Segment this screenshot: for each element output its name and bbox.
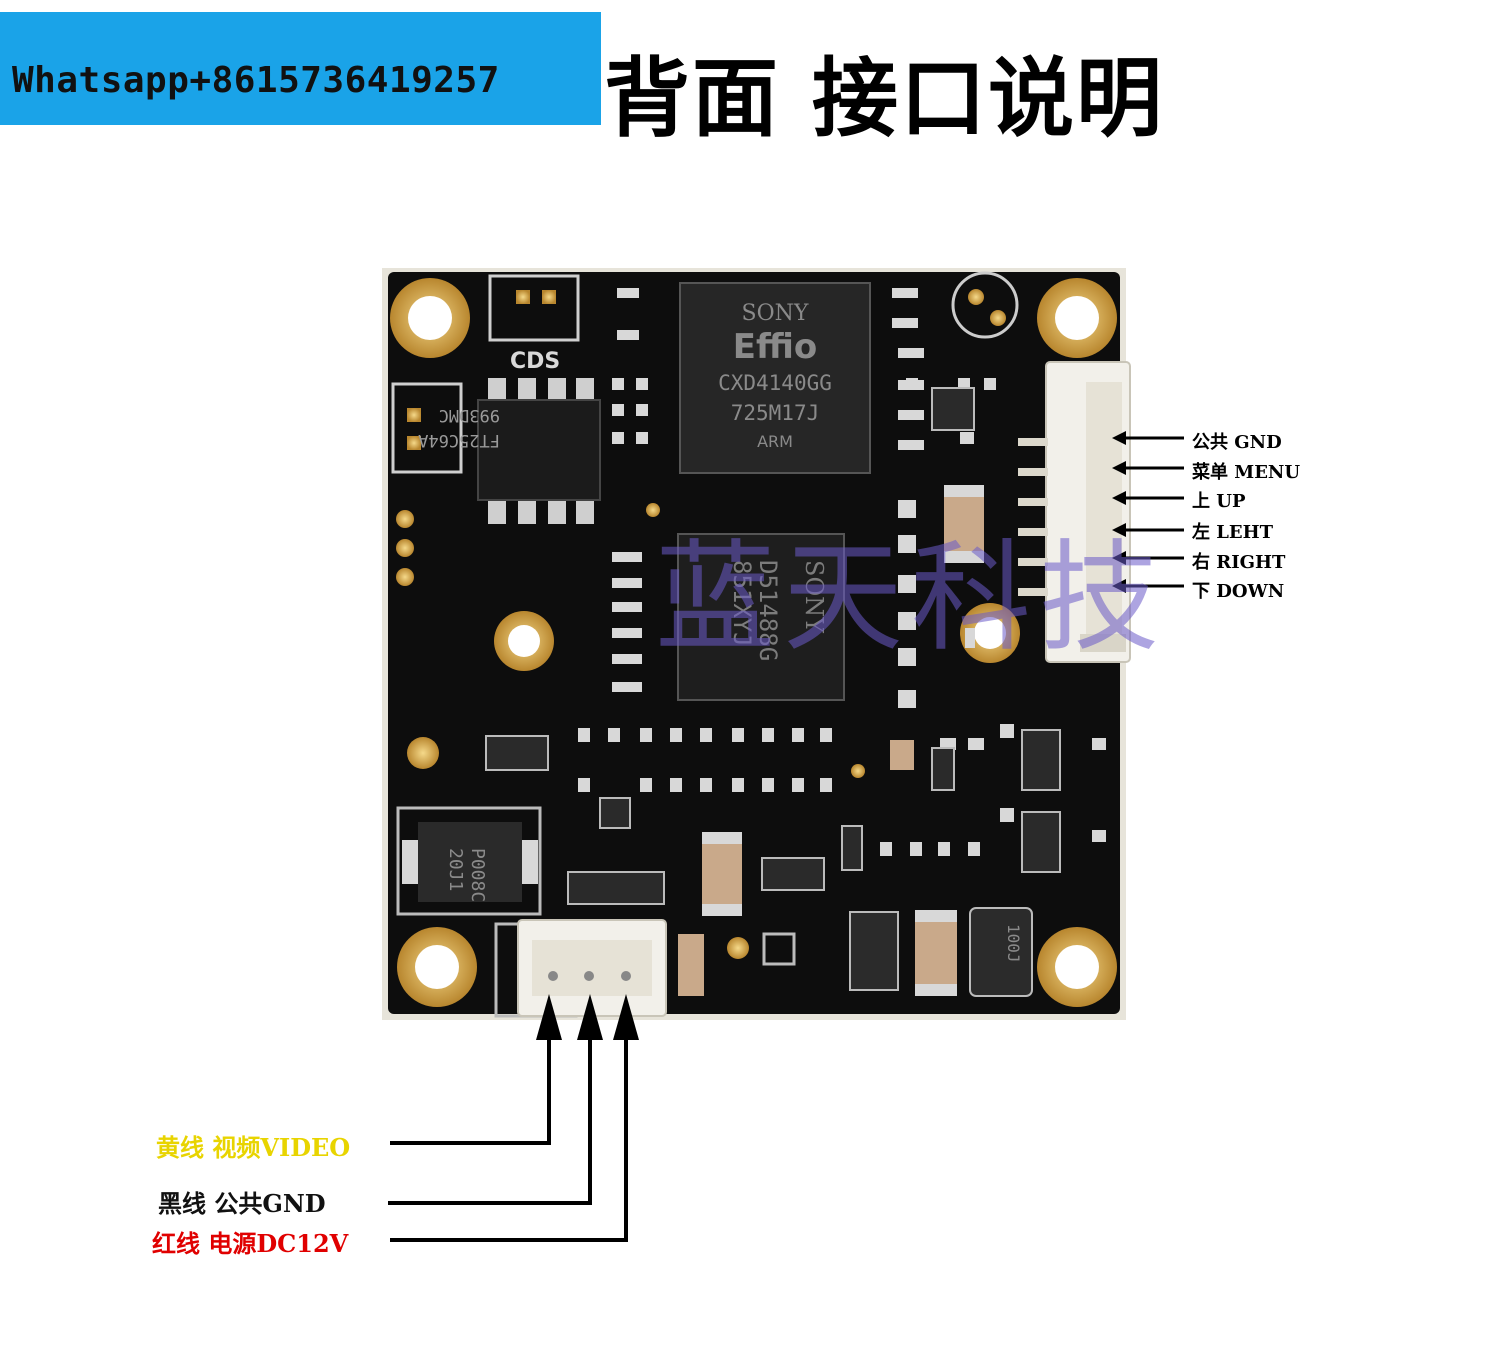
page-title: 背面 接口说明 xyxy=(604,49,1164,149)
diode-marking: P008C xyxy=(467,848,488,902)
side-control-connector xyxy=(1018,361,1131,663)
pin-label-gnd: 公共 GND xyxy=(1192,432,1282,453)
pin-label-right: 右 RIGHT xyxy=(1192,552,1286,573)
pin-label-left: 左 LEHT xyxy=(1192,522,1274,543)
wire-label-gnd: 黑线 公共GND xyxy=(158,1189,326,1218)
power-video-connector xyxy=(494,919,667,1018)
bottom-arrowheads xyxy=(536,994,639,1040)
pin-label-up: 上 UP xyxy=(1192,491,1246,512)
mounting-holes xyxy=(390,278,1117,1007)
flash-code: 993DMC xyxy=(439,405,500,425)
dsp-chip: D51488G 851XYJ SONY xyxy=(677,533,845,701)
flash-chip: FT25C64A 993DMC xyxy=(418,378,601,524)
wire-label-power: 红线 电源DC12V xyxy=(152,1229,349,1258)
transistors xyxy=(485,387,1061,905)
chip1-model: CXD4140GG xyxy=(718,371,832,395)
pin-label-menu: 菜单 MENU xyxy=(1192,462,1301,483)
capacitors xyxy=(678,485,984,996)
inductor-marking: 100J xyxy=(1004,924,1023,963)
chip1-code: 725M17J xyxy=(731,401,820,425)
main-processor-chip: SONY Effio CXD4140GG 725M17J ARM xyxy=(679,282,871,474)
chip2-code: 851XYJ xyxy=(728,560,756,647)
flash-marking: FT25C64A xyxy=(418,430,500,450)
diode-code: 20J1 xyxy=(445,848,466,891)
watermark-text: 蓝天科技 xyxy=(655,529,1167,668)
contact-banner: Whatsapp+8615736419257 xyxy=(0,12,601,125)
side-pin-arrows xyxy=(1112,431,1184,593)
chip1-core: ARM xyxy=(757,432,793,451)
chip2-model: D51488G xyxy=(754,560,782,661)
chip1-brand: SONY xyxy=(742,301,809,326)
wire-label-video: 黄线 视频VIDEO xyxy=(156,1133,351,1162)
inductors: 100J xyxy=(849,907,1033,997)
cds-label: CDS xyxy=(510,349,560,374)
chip2-brand: SONY xyxy=(800,560,828,634)
chip1-series: Effio xyxy=(733,327,818,367)
contact-banner-text: Whatsapp+8615736419257 xyxy=(12,60,500,101)
pin-label-down: 下 DOWN xyxy=(1192,581,1285,602)
bottom-wire-arrows xyxy=(388,1034,628,1242)
schottky-diode: P008C 20J1 xyxy=(396,806,542,916)
